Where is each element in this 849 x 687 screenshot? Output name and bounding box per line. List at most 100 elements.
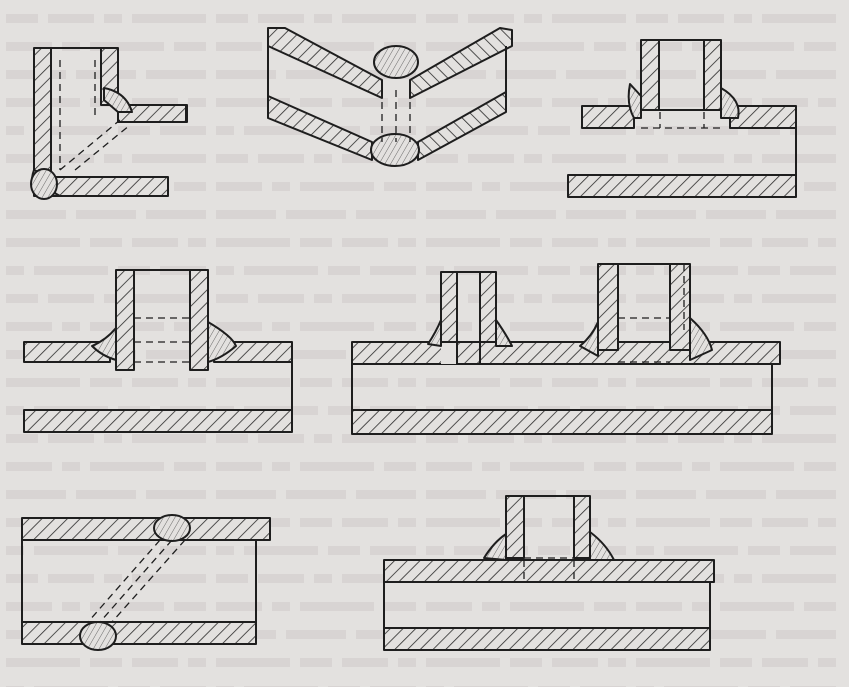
bleed-text-stroke xyxy=(426,518,500,527)
bleed-text-stroke xyxy=(132,294,206,303)
bleed-text-stroke xyxy=(748,126,780,135)
bleed-text-stroke xyxy=(524,154,542,163)
left-fillet-weld xyxy=(627,83,642,119)
right-fillet-weld xyxy=(720,87,740,119)
top-weld-bead xyxy=(153,514,191,542)
bottom-weld-bead xyxy=(370,133,420,167)
bleed-text-stroke xyxy=(762,658,808,667)
bleed-text-stroke xyxy=(34,546,108,555)
bleed-text-stroke xyxy=(580,126,626,135)
bleed-text-stroke xyxy=(258,434,304,443)
fillet-weld-inner xyxy=(103,87,133,113)
bleed-text-stroke xyxy=(48,154,94,163)
bleed-text-stroke xyxy=(692,322,710,331)
bleed-text-stroke xyxy=(48,14,94,23)
bleed-text-stroke xyxy=(6,14,38,23)
panel-oblique-through xyxy=(21,514,271,651)
bleed-text-stroke xyxy=(244,266,318,275)
bleed-text-stroke xyxy=(286,630,346,639)
bleed-text-stroke xyxy=(426,434,458,443)
bleed-text-stroke xyxy=(762,574,836,583)
branch-left-wall xyxy=(505,495,525,559)
bleed-text-stroke xyxy=(776,70,836,79)
bleed-text-stroke xyxy=(510,518,542,527)
main-pipe-bottom-wall xyxy=(567,174,797,198)
bleed-text-stroke xyxy=(188,378,206,387)
bleed-text-stroke xyxy=(90,658,122,667)
bleed-text-stroke xyxy=(636,14,668,23)
right-fillet-weld xyxy=(207,321,237,363)
small-right-weld xyxy=(495,319,513,347)
bleed-text-stroke xyxy=(216,14,248,23)
bleed-text-stroke xyxy=(300,182,374,191)
bleed-text-stroke xyxy=(510,42,584,51)
bleed-text-stroke xyxy=(818,238,836,247)
bleed-text-stroke xyxy=(6,658,80,667)
top-weld-bead xyxy=(373,45,419,79)
bleed-text-stroke xyxy=(6,546,24,555)
bleed-text-stroke xyxy=(6,602,52,611)
panel-tee-branch-inserted xyxy=(567,39,797,198)
bleed-text-stroke xyxy=(272,462,290,471)
bleed-text-stroke xyxy=(468,14,514,23)
bleed-text-stroke xyxy=(146,70,206,79)
bleed-text-stroke xyxy=(538,126,570,135)
bleed-text-stroke xyxy=(328,266,360,275)
left-pipe-top-wall xyxy=(267,27,383,99)
bleed-text-stroke xyxy=(258,14,304,23)
bleed-text-stroke xyxy=(216,266,234,275)
bleed-text-stroke xyxy=(538,266,570,275)
bleed-text-stroke xyxy=(804,602,836,611)
bleed-text-stroke xyxy=(216,98,290,107)
bleed-text-stroke xyxy=(314,434,332,443)
bleed-text-stroke xyxy=(762,238,808,247)
bleed-text-stroke xyxy=(48,294,94,303)
bleed-text-stroke xyxy=(426,546,444,555)
bleed-text-stroke xyxy=(370,546,416,555)
bleed-text-stroke xyxy=(146,350,206,359)
bleed-text-stroke xyxy=(552,14,626,23)
bleed-text-stroke xyxy=(34,126,108,135)
large-right-weld xyxy=(689,317,713,361)
small-branch-right-wall xyxy=(479,271,497,343)
bleed-text-stroke xyxy=(342,14,416,23)
bleed-text-stroke xyxy=(118,126,150,135)
bleed-text-stroke xyxy=(776,630,836,639)
main-pipe-top-wall-left xyxy=(581,105,635,129)
bleed-text-stroke xyxy=(510,98,542,107)
bleed-text-stroke xyxy=(146,490,206,499)
bleed-text-stroke xyxy=(6,294,38,303)
bleed-text-stroke xyxy=(300,238,332,247)
right-fillet-weld xyxy=(589,531,615,561)
branch-right-wall xyxy=(703,39,722,111)
bleed-text-stroke xyxy=(188,238,206,247)
bleed-text-stroke xyxy=(426,182,472,191)
bleed-text-stroke xyxy=(76,210,136,219)
bleed-text-stroke xyxy=(510,658,542,667)
bleed-text-stroke xyxy=(342,294,416,303)
bleed-text-stroke xyxy=(426,14,458,23)
bleed-text-stroke xyxy=(636,546,654,555)
bleed-text-stroke xyxy=(342,518,388,527)
bleed-text-stroke xyxy=(342,98,388,107)
bleed-text-stroke xyxy=(524,434,542,443)
bleed-text-stroke xyxy=(6,322,52,331)
bleed-text-stroke xyxy=(62,602,80,611)
bleed-text-stroke xyxy=(468,154,514,163)
bleed-text-stroke xyxy=(636,266,654,275)
bleed-text-stroke xyxy=(706,70,766,79)
bleed-text-stroke xyxy=(356,210,416,219)
bleed-text-stroke xyxy=(342,658,388,667)
large-branch-left-wall xyxy=(597,263,619,351)
bleed-text-stroke xyxy=(776,350,836,359)
bleed-text-stroke xyxy=(216,210,276,219)
bleed-text-stroke xyxy=(706,490,766,499)
bleed-text-stroke xyxy=(300,658,332,667)
bleed-text-stroke xyxy=(804,42,836,51)
main-pipe-bottom-wall xyxy=(21,621,257,645)
bleed-text-stroke xyxy=(272,182,290,191)
bleed-text-stroke xyxy=(328,546,360,555)
bleed-text-stroke xyxy=(286,350,346,359)
bleed-text-stroke xyxy=(636,126,654,135)
bleed-text-stroke xyxy=(160,546,206,555)
